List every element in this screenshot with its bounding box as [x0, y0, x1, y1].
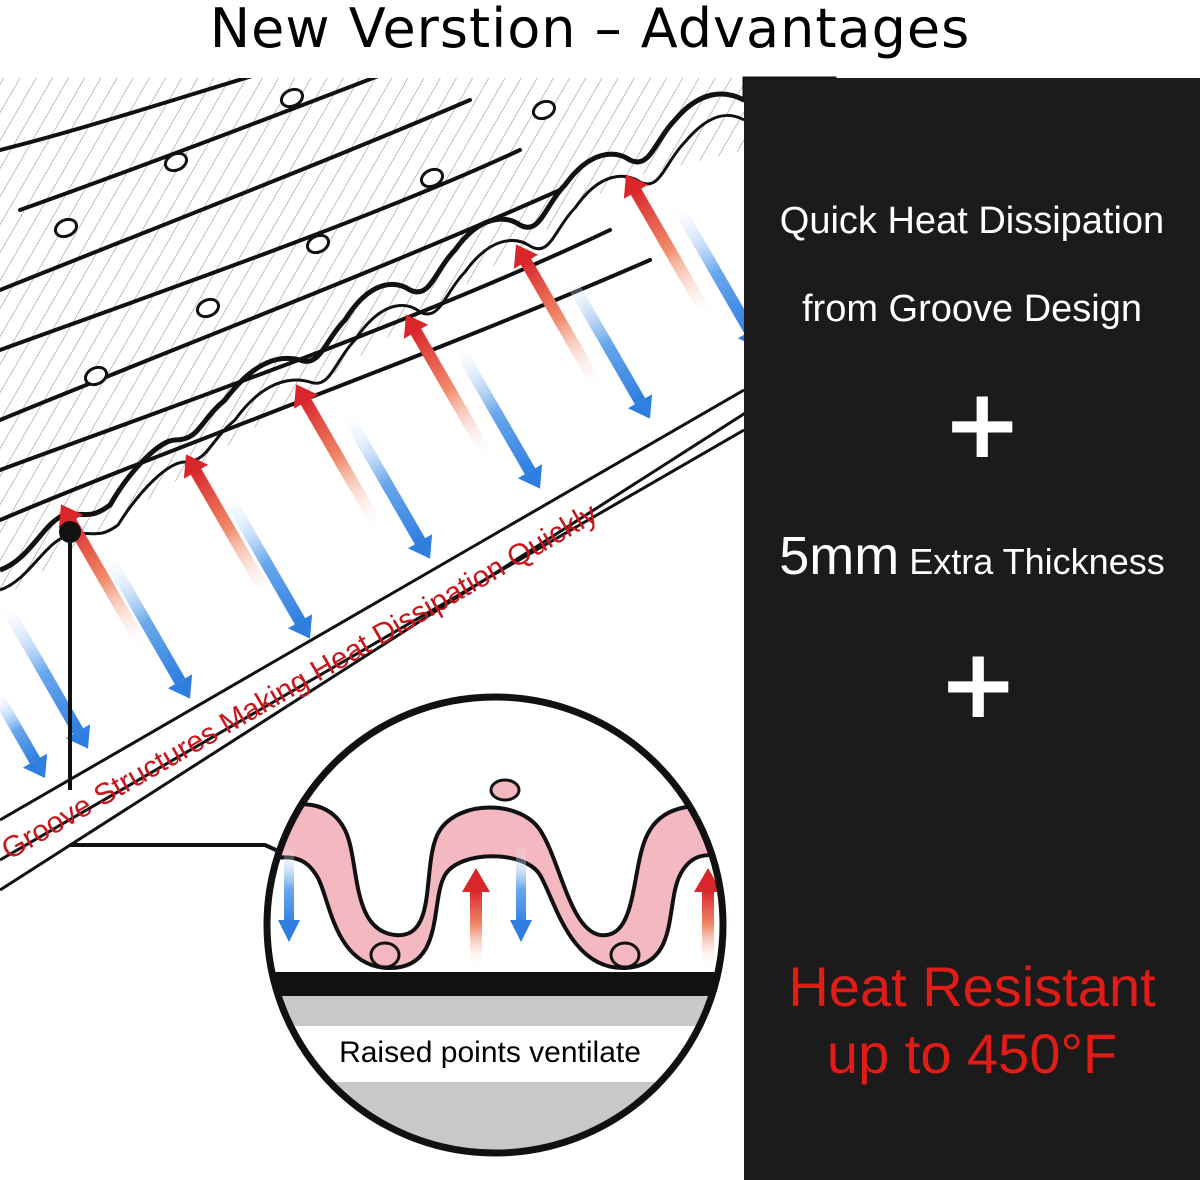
thickness-line: 5mm Extra Thickness — [744, 525, 1200, 587]
feature-line-1: Quick Heat Dissipation — [779, 200, 1165, 242]
thickness-label: Extra Thickness — [909, 541, 1165, 582]
raised-points — [53, 87, 557, 387]
zoom-circle — [263, 693, 727, 1157]
thickness-value: 5mm — [779, 526, 900, 586]
zoom-caption: Raised points ventilate — [339, 1036, 641, 1069]
heat-resistant-line-1: Heat Resistant — [788, 955, 1156, 1018]
zoom-arrows — [278, 845, 722, 968]
callout-pointer — [59, 521, 277, 852]
plus-icon: + — [942, 368, 1023, 480]
page-title: New Verstion – Advantages — [209, 0, 971, 60]
feature-panel — [744, 78, 1200, 1180]
groove-mat — [0, 78, 744, 862]
heat-resistant-line-2: up to 450°F — [826, 1022, 1118, 1085]
banner-band — [0, 388, 744, 862]
plus-icon: + — [938, 628, 1019, 740]
heat-arrows — [0, 174, 744, 778]
feature-line-2: from Groove Design — [801, 288, 1142, 330]
